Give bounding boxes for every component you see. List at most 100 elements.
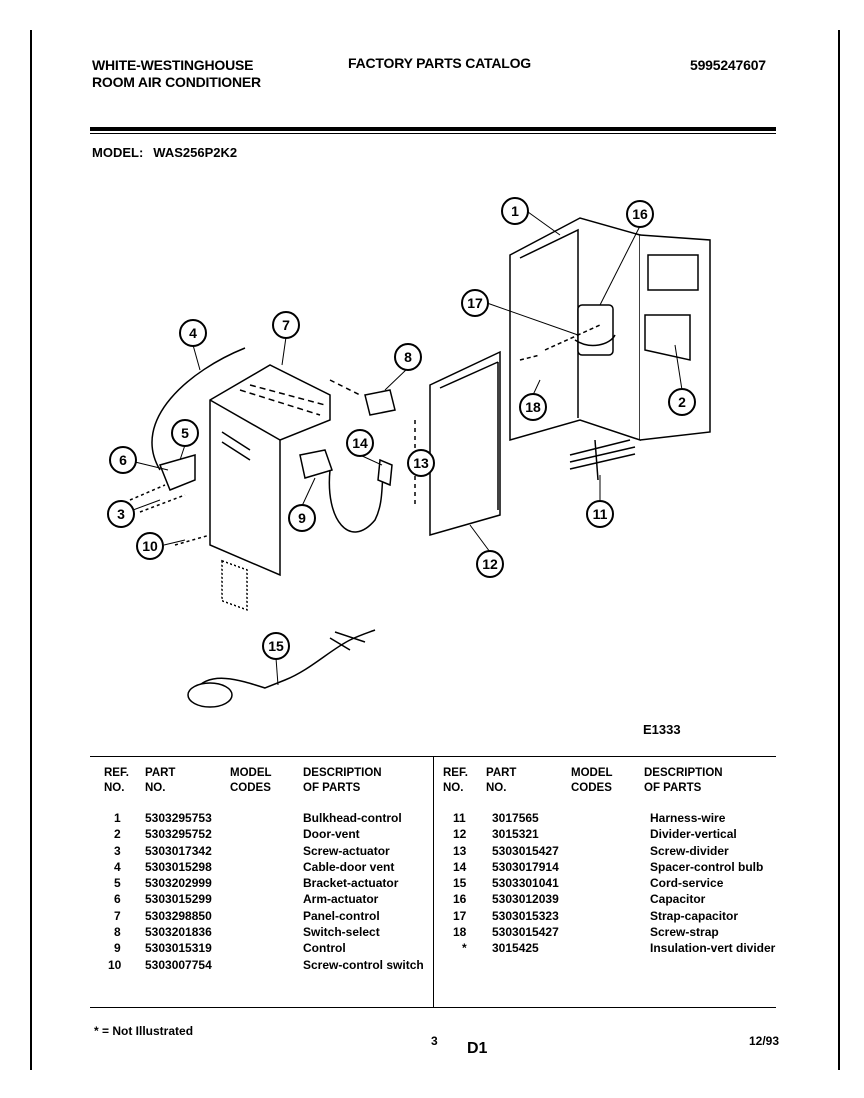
- callout-1: 1: [501, 197, 561, 236]
- svg-text:8: 8: [404, 349, 412, 365]
- brand-line-1: WHITE-WESTINGHOUSE: [92, 57, 254, 73]
- header-model-right: MODEL CODES: [571, 767, 613, 794]
- table-row: 12 3015321 Divider-vertical: [0, 826, 864, 842]
- callout-12: 12: [469, 524, 504, 578]
- desc-cell: Strap-capacitor: [650, 908, 739, 923]
- callout-3: 3: [107, 499, 161, 528]
- desc-cell: Cable-door vent: [303, 859, 395, 874]
- desc-cell: Arm-actuator: [303, 892, 379, 907]
- callout-17: 17: [461, 289, 579, 336]
- ref-cell: *: [462, 941, 467, 956]
- desc-cell: Door-vent: [303, 827, 360, 842]
- callout-9: 9: [288, 477, 316, 532]
- header-ref-right: REF. NO.: [443, 767, 468, 794]
- ref-cell: 13: [453, 843, 467, 858]
- table-row: 3 5303017342 Screw-actuator: [0, 843, 433, 859]
- svg-text:17: 17: [467, 295, 483, 311]
- desc-cell: Panel-control: [303, 908, 380, 923]
- svg-text:13: 13: [413, 455, 429, 471]
- svg-text:15: 15: [268, 638, 284, 654]
- callout-18: 18: [519, 379, 547, 421]
- desc-cell: Screw-actuator: [303, 843, 390, 858]
- callout-5: 5: [171, 419, 199, 461]
- callout-2: 2: [668, 344, 696, 416]
- table-row: 16 5303012039 Capacitor: [0, 891, 864, 907]
- ref-cell: 15: [453, 876, 467, 891]
- header-desc-right: DESCRIPTION OF PARTS: [644, 767, 723, 794]
- ref-cell: 12: [453, 827, 467, 842]
- header-part-right: PART NO.: [486, 767, 517, 794]
- ref-cell: 2: [114, 827, 121, 842]
- part-cell: 5303015319: [145, 941, 212, 956]
- page-code: D1: [467, 1040, 488, 1057]
- svg-text:10: 10: [142, 538, 158, 554]
- callout-10: 10: [136, 532, 186, 560]
- catalog-number: 5995247607: [690, 57, 766, 73]
- callout-4: 4: [179, 319, 207, 371]
- desc-cell: Capacitor: [650, 892, 706, 907]
- part-cell: 5303017342: [145, 843, 212, 858]
- svg-text:4: 4: [189, 325, 197, 341]
- header-rule-thin: [90, 133, 776, 134]
- desc-cell: Control: [303, 941, 346, 956]
- ref-cell: 4: [114, 859, 121, 874]
- part-cell: 5303012039: [492, 892, 559, 907]
- desc-cell: Spacer-control bulb: [650, 859, 764, 874]
- part-cell: 5303295753: [145, 811, 212, 825]
- table-row: * 3015425 Insulation-vert divider: [0, 940, 864, 956]
- parts-table-left: 1 5303295753 Bulkhead-control 2 5303295752 D…: [0, 810, 433, 973]
- part-cell: 3015425: [492, 941, 539, 956]
- model-value: WAS256P2K2: [153, 145, 238, 160]
- svg-text:3: 3: [117, 506, 125, 522]
- svg-text:18: 18: [525, 399, 541, 415]
- desc-cell: Bulkhead-control: [303, 811, 402, 825]
- diagram-code: E1333: [643, 722, 681, 737]
- brand-line-2: ROOM AIR CONDITIONER: [92, 74, 261, 90]
- desc-cell: Insulation-vert divider: [650, 941, 776, 956]
- ref-cell: 16: [453, 892, 467, 907]
- ref-cell: 3: [114, 843, 121, 858]
- not-illustrated-note: * = Not Illustrated: [94, 1024, 194, 1038]
- desc-cell: Divider-vertical: [650, 827, 737, 842]
- panel-control-drawing: [209, 364, 331, 611]
- part-cell: 5303007754: [145, 957, 212, 972]
- svg-text:11: 11: [593, 506, 608, 522]
- header-ref-left: REF. NO.: [104, 767, 129, 794]
- ref-cell: 7: [114, 908, 121, 923]
- exploded-parts-diagram: 1 2 3 4 5 6 7 8 9 10 11 12 13 14 15 16 1…: [107, 197, 711, 708]
- svg-text:6: 6: [119, 452, 127, 468]
- ref-cell: 1: [114, 811, 121, 825]
- svg-text:2: 2: [678, 394, 686, 410]
- svg-text:5: 5: [181, 425, 189, 441]
- part-cell: 5303295752: [145, 827, 212, 842]
- part-cell: 3015321: [492, 827, 539, 842]
- part-cell: 5303015427: [492, 843, 559, 858]
- part-cell: 5303017914: [492, 859, 559, 874]
- part-cell: 5303301041: [492, 876, 559, 891]
- table-top-rule: [90, 756, 776, 757]
- ref-cell: 11: [453, 811, 466, 825]
- ref-cell: 10: [108, 957, 122, 972]
- catalog-title: FACTORY PARTS CATALOG: [348, 55, 531, 71]
- table-divider: [433, 757, 434, 1007]
- part-cell: 5303202999: [145, 876, 212, 891]
- model-line: MODEL:WAS256P2K2: [92, 145, 237, 160]
- svg-text:12: 12: [482, 556, 498, 572]
- catalog-date: 12/93: [749, 1034, 780, 1048]
- part-cell: 3017565: [492, 811, 539, 825]
- desc-cell: Harness-wire: [650, 811, 726, 825]
- part-cell: 5303201836: [145, 925, 212, 940]
- svg-text:7: 7: [282, 317, 290, 333]
- callout-8: 8: [384, 343, 422, 391]
- table-row: 1 5303295753 Bulkhead-control: [0, 810, 433, 826]
